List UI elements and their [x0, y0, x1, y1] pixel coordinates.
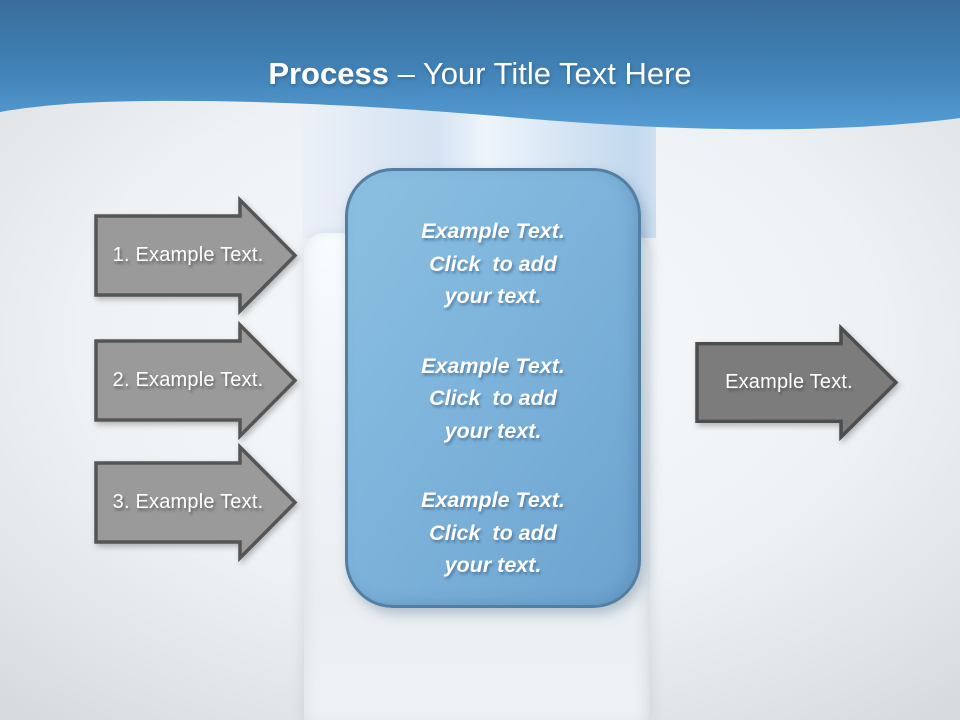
arrow-right-icon: [695, 324, 899, 441]
slide-title[interactable]: Process – Your Title Text Here: [0, 54, 960, 94]
process-step-arrow-2[interactable]: 2. Example Text.: [93, 321, 299, 440]
process-output-arrow[interactable]: Example Text.: [694, 324, 900, 441]
header-wave: [0, 0, 960, 130]
title-rest-segment: – Your Title Text Here: [388, 56, 692, 91]
process-step-arrow-3[interactable]: 3. Example Text.: [93, 443, 299, 562]
text-placeholder-3[interactable]: Example Text. Click to add your text.: [421, 488, 565, 577]
text-placeholder-2[interactable]: Example Text. Click to add your text.: [421, 353, 565, 443]
arrow-right-icon: [94, 321, 298, 440]
center-text-box[interactable]: Example Text. Click to add your text. Ex…: [345, 168, 641, 608]
text-placeholder-1[interactable]: Example Text. Click to add your text.: [421, 219, 565, 308]
output-arrow-label: Example Text.: [725, 371, 853, 393]
arrow-right-icon: [94, 443, 298, 562]
title-bold-segment: Process: [268, 56, 389, 91]
arrow-1-label: 1. Example Text.: [112, 244, 264, 266]
arrow-2-label: 2. Example Text.: [112, 369, 264, 391]
arrow-3-label: 3. Example Text.: [112, 491, 264, 513]
arrow-right-icon: [94, 196, 298, 315]
process-step-arrow-1[interactable]: 1. Example Text.: [93, 196, 299, 315]
